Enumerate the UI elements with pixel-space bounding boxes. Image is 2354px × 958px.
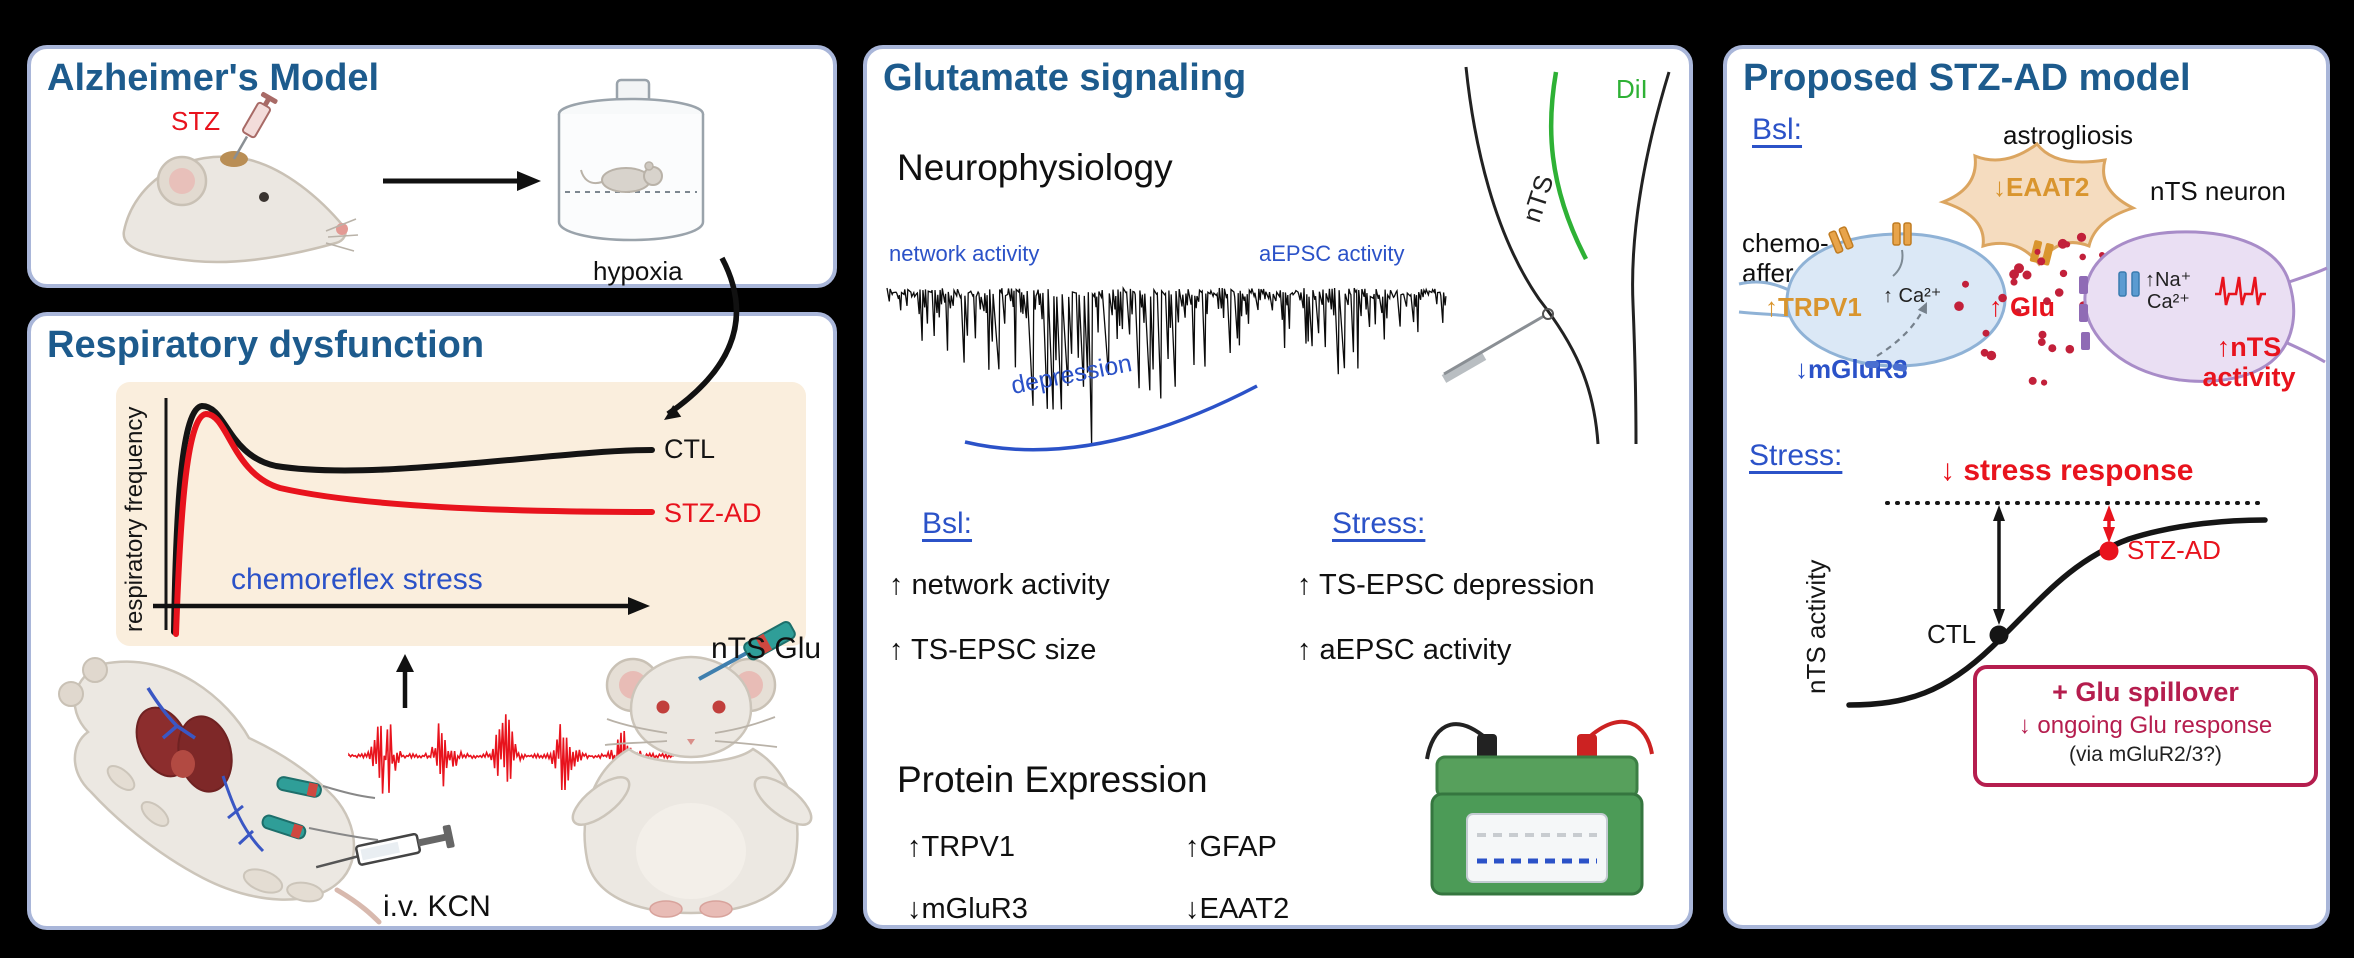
gel-window xyxy=(1466,813,1608,883)
spillover-line: ↓ ongoing Glu response xyxy=(2018,712,2273,739)
mglur-receptor-icons xyxy=(1865,361,1907,372)
astrocyte xyxy=(1938,141,2137,267)
na-label: ↑Na⁺ xyxy=(2145,269,2191,291)
iv-syringe-icon xyxy=(315,824,455,869)
y-axis-label: respiratory frequency xyxy=(121,407,148,632)
supine-rat-illustration xyxy=(58,657,382,925)
panel-glutamate-signaling: Glutamate signaling Neurophysiology netw… xyxy=(863,45,1693,929)
postsynaptic-receptor-icons xyxy=(2079,276,2090,350)
nts-activity-label: activity xyxy=(2202,362,2295,392)
ctl-curve xyxy=(171,402,655,635)
stz-label: STZ xyxy=(171,106,221,136)
arrow-right-icon xyxy=(383,171,541,191)
brain-slice-illustration: DiI nTS xyxy=(1441,66,1671,445)
spillover-line: (via mGluR2/3?) xyxy=(2069,743,2222,766)
model-title: Proposed STZ-AD model xyxy=(1743,57,2191,99)
alzheimers-title: Alzheimer's Model xyxy=(47,57,380,99)
nts-neuron xyxy=(2083,230,2296,383)
syringe-icon xyxy=(232,92,278,160)
stress-heading: Stress: xyxy=(1332,507,1426,540)
up-arrow-icon xyxy=(396,654,414,708)
depression-curve xyxy=(964,384,1258,452)
graph-y-axis-label: nTS activity xyxy=(1801,560,1831,694)
eaat2-label: ↓EAAT2 xyxy=(1993,172,2089,202)
chemoreflex-plot: respiratory frequency CTL STZ-AD chemore… xyxy=(116,382,806,646)
ctl-point xyxy=(1989,625,2009,645)
x-axis-label: chemoreflex stress xyxy=(231,563,483,596)
stz-ad-label: STZ-AD xyxy=(2127,535,2221,565)
spillover-line: + Glu spillover xyxy=(2052,677,2239,707)
stz-ad-point xyxy=(2099,541,2119,561)
nts-label: nTS xyxy=(1516,171,1559,226)
panel-alzheimers-model: Alzheimer's Model STZ xyxy=(27,45,837,288)
dii-tract xyxy=(1548,71,1588,261)
glutamate-title: Glutamate signaling xyxy=(883,57,1247,99)
bsl-heading: Bsl: xyxy=(922,507,973,540)
neurophysiology-heading: Neurophysiology xyxy=(897,147,1173,188)
facing-rat-illustration xyxy=(571,621,813,918)
electrode-icon xyxy=(698,621,796,681)
trachea xyxy=(146,687,196,740)
protein-item: ↑TRPV1 xyxy=(907,831,1015,863)
ctl-label: CTL xyxy=(1927,619,1976,649)
nts-neuron-label: nTS neuron xyxy=(2150,176,2286,206)
mglur3-label: ↓mGluR3 xyxy=(1795,354,1908,384)
protein-item: ↑GFAP xyxy=(1185,831,1277,863)
hypoxia-chamber-illustration xyxy=(557,78,705,242)
protein-expression-heading: Protein Expression xyxy=(897,759,1208,800)
ctl-response-arrow xyxy=(1993,505,2005,625)
ca-channel-icon xyxy=(1892,222,1912,246)
stress-item: ↑ aEPSC activity xyxy=(1297,634,1512,666)
spike-train xyxy=(2215,276,2266,306)
chemoreflex-plot-svg: respiratory frequency CTL STZ-AD chemore… xyxy=(121,398,762,637)
astrogliosis-label: astrogliosis xyxy=(2003,120,2134,150)
depression-label: depression xyxy=(1009,349,1134,400)
rat-eye xyxy=(259,192,269,202)
glu-spillover-box: + Glu spillover ↓ ongoing Glu response (… xyxy=(1973,665,2318,787)
network-activity-label: network activity xyxy=(889,241,1040,266)
bsl-heading: Bsl: xyxy=(1752,113,1803,146)
gel-tank-illustration xyxy=(1425,719,1654,896)
aepsc-activity-label: aEPSC activity xyxy=(1259,241,1405,266)
bsl-item: ↑ TS-EPSC size xyxy=(889,634,1097,666)
nts-glu-label: nTS Glu xyxy=(711,632,822,665)
protein-item: ↓mGluR3 xyxy=(907,893,1028,925)
bsl-item: ↑ network activity xyxy=(889,569,1110,601)
ephys-trace-illustration: depression xyxy=(886,285,1447,452)
ephys-trace xyxy=(886,285,1447,444)
dii-label: DiI xyxy=(1616,74,1648,104)
stz-response-arrow xyxy=(2103,505,2115,543)
rat-eye xyxy=(656,700,670,714)
ctl-label: CTL xyxy=(664,434,715,464)
ca2-label: Ca²⁺ xyxy=(2147,291,2190,313)
synapse-diagram: ↓EAAT2 ↑TRPV1 ↑ Ca²⁺ ↓mGluR3 xyxy=(1738,141,2328,392)
trpv1-channel-icon xyxy=(1828,226,1854,254)
nts-activity-label: ↑nTS xyxy=(2217,332,2282,362)
iv-kcn-label: i.v. KCN xyxy=(383,890,491,923)
ca-label: ↑ Ca²⁺ xyxy=(1883,285,1941,307)
respiratory-title: Respiratory dysfunction xyxy=(47,324,485,366)
mouse-in-chamber xyxy=(580,161,663,193)
stress-item: ↑ TS-EPSC depression xyxy=(1297,569,1595,601)
glu-label: ↑ Glu xyxy=(1989,292,2055,322)
stz-curve xyxy=(173,410,655,637)
hypoxia-label: hypoxia xyxy=(593,256,683,286)
ecg-electrodes xyxy=(261,776,379,841)
protein-item: ↓EAAT2 xyxy=(1185,893,1290,925)
nts-activity-graph: nTS activity CTL STZ-AD xyxy=(1801,501,2268,708)
panel-respiratory-dysfunction: Respiratory dysfunction respiratory freq… xyxy=(27,312,837,930)
recording-pipette xyxy=(1441,308,1554,383)
rat-head-illustration xyxy=(122,92,359,264)
stress-heading: Stress: xyxy=(1749,439,1843,472)
sigmoid-curve xyxy=(1846,517,2268,708)
rat-eye xyxy=(712,700,726,714)
stress-response-label: ↓ stress response xyxy=(1940,454,2194,487)
na-ca-channel-icon xyxy=(2118,271,2140,297)
panel-proposed-stz-ad-model: Proposed STZ-AD model Bsl: astrogliosis … xyxy=(1723,45,2330,929)
trpv1-label: ↑TRPV1 xyxy=(1765,292,1862,322)
stz-ad-label: STZ-AD xyxy=(664,498,762,528)
